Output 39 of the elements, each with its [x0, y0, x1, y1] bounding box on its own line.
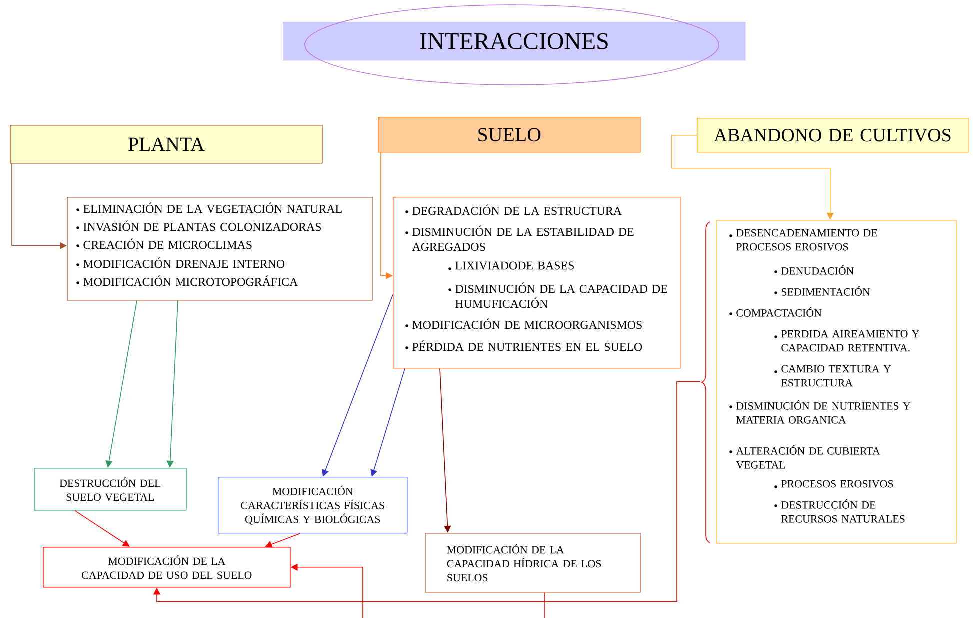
list-item: DISMINUCIÓN DE LA CAPACIDAD DE HUMUFICACIÓN: [448, 282, 668, 308]
heading-box: PLANTA: [10, 125, 323, 164]
list-item: MODIFICACIÓN DRENAJE INTERNO: [76, 258, 285, 268]
arrow: [153, 382, 700, 602]
list-item: ELIMINACIÓN DE LA VEGETACIÓN NATURAL: [76, 202, 342, 214]
list-item: DEGRADACIÓN DE LA ESTRUCTURA: [406, 204, 622, 216]
list-item: PROCESOS EROSIVOS: [774, 480, 894, 488]
list-item: LIXIVIADODE BASES: [448, 262, 574, 270]
arrow: [322, 294, 394, 477]
arrow: [265, 533, 300, 548]
arrow: [74, 510, 130, 547]
process-box: MODIFICACIÓN DE LA CAPACIDAD HÍDRICA DE LOS SUELOS: [425, 533, 641, 593]
process-box: DESTRUCCIÓN DEL SUELO VEGETAL: [34, 468, 187, 511]
list-item: MODIFICACIÓN MICROTOPOGRÁFICA: [76, 276, 298, 286]
process-box: MODIFICACIÓN DE LA CAPACIDAD DE USO DEL SUELO: [43, 547, 291, 588]
process-box: MODIFICACIÓN CARACTERÍSTICAS FÍSICAS QUÍMICAS Y BIOLÓGICAS: [218, 477, 408, 534]
list-item: SEDIMENTACIÓN: [774, 286, 870, 296]
list-item: MODIFICACIÓN DE MICROORGANISMOS: [406, 318, 642, 330]
list-item: DESENCADENAMIENTO DE PROCESOS EROSIVOS: [730, 229, 878, 251]
list-box: [67, 197, 373, 301]
list-item: COMPACTACIÓN: [730, 307, 822, 317]
list-item: DISMINUCIÓN DE NUTRIENTES Y MATERIA ORGANICA: [730, 400, 911, 424]
list-item: CREACIÓN DE MICROCLIMAS: [76, 238, 252, 250]
heading-box: SUELO: [378, 117, 641, 153]
title-banner: INTERACCIONES: [283, 4, 746, 86]
arrow: [370, 368, 406, 477]
list-item: CAMBIO TEXTURA Y ESTRUCTURA: [774, 365, 892, 387]
arrow: [12, 163, 67, 250]
heading-box: ABANDONO DE CULTIVOS: [697, 118, 969, 153]
list-item: DISMINUCIÓN DE LA ESTABILIDAD DE AGREGADOS: [406, 226, 634, 252]
list-item: INVASIÓN DE PLANTAS COLONIZADORAS: [76, 220, 322, 232]
list-item: ALTERACIÓN DE CUBIERTA VEGETAL: [730, 445, 880, 469]
list-item: PÉRDIDA DE NUTRIENTES EN EL SUELO: [406, 340, 642, 352]
list-item: DESTRUCCIÓN DE RECURSOS NATURALES: [774, 499, 905, 523]
list-box: [702, 220, 957, 544]
list-item: PERDIDA AIREAMIENTO Y CAPACIDAD RETENTIVA.: [774, 330, 920, 352]
list-item: DENUDACIÓN: [774, 265, 854, 275]
list-box: [393, 197, 681, 369]
arrow: [106, 300, 138, 468]
